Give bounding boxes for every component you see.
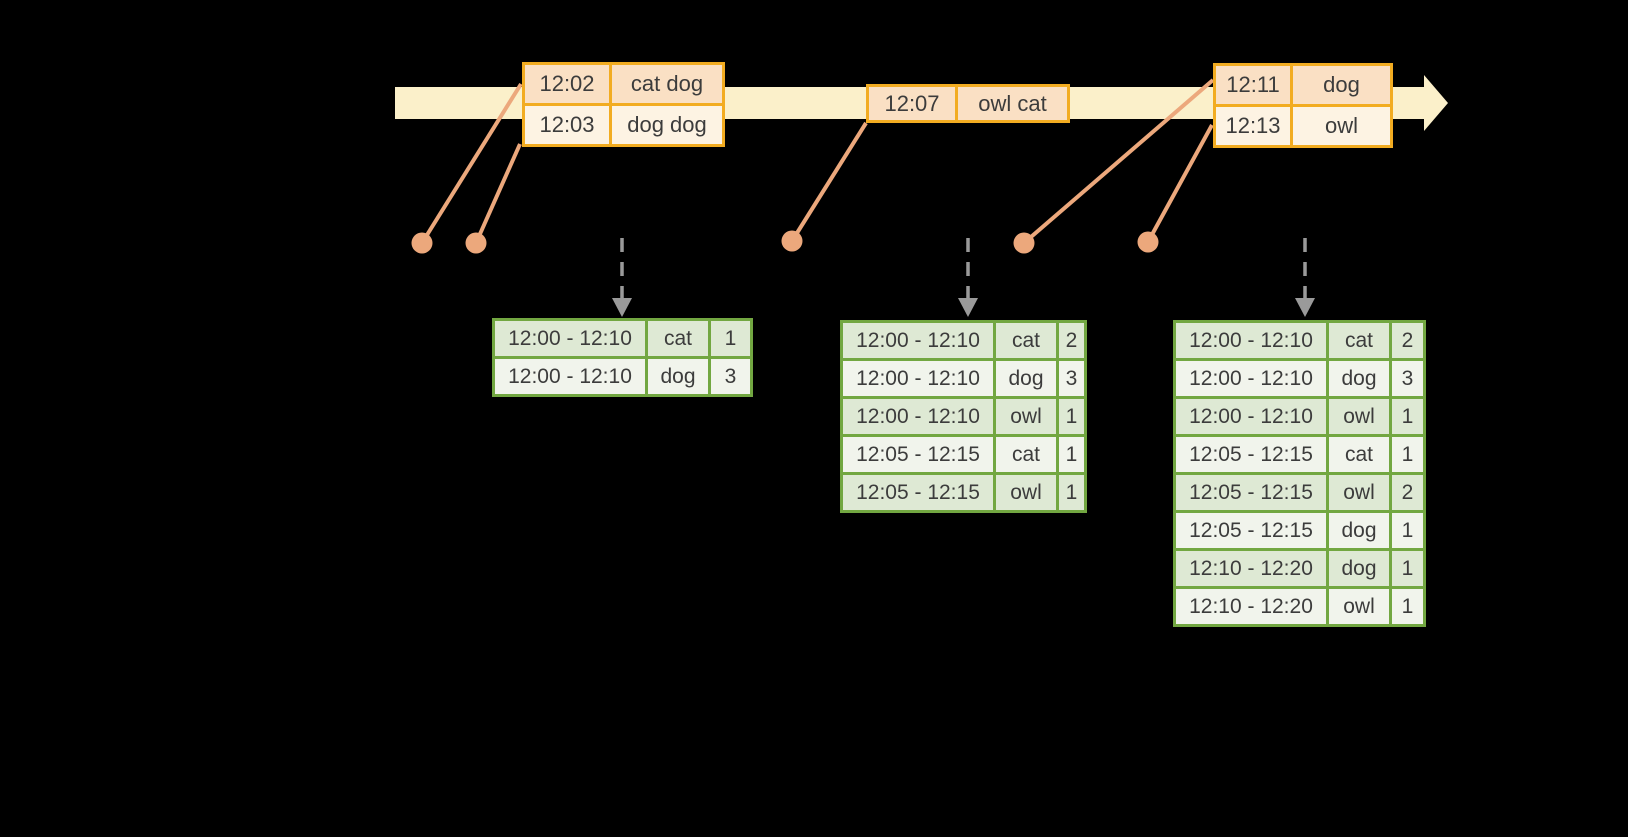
count-cell: 3 [1389, 358, 1426, 399]
time-cell: 12:03 [522, 103, 612, 147]
trigger-arrowhead-icon [958, 298, 978, 317]
count-cell: 1 [1056, 472, 1087, 513]
time-cell: 12:02 [522, 62, 612, 106]
event-connector-line [474, 143, 522, 244]
word-cell: cat [1326, 434, 1392, 475]
window-cell: 12:10 - 12:20 [1173, 548, 1329, 589]
window-cell: 12:05 - 12:15 [1173, 472, 1329, 513]
trigger-arrow [612, 238, 632, 317]
event-connector-line [1022, 78, 1215, 245]
trigger-arrow [958, 238, 978, 317]
words-cell: owl cat [955, 84, 1070, 123]
trigger-arrowhead-icon [1295, 298, 1315, 317]
count-cell: 1 [1056, 396, 1087, 437]
words-cell: dog dog [609, 103, 725, 147]
word-cell: owl [993, 472, 1059, 513]
words-cell: dog [1290, 63, 1393, 107]
word-cell: dog [993, 358, 1059, 399]
trigger-arrow [1295, 238, 1315, 317]
time-cell: 12:07 [866, 84, 958, 123]
word-cell: owl [993, 396, 1059, 437]
window-cell: 12:00 - 12:10 [1173, 396, 1329, 437]
event-connector-line [790, 121, 868, 243]
window-cell: 12:05 - 12:15 [1173, 510, 1329, 551]
word-cell: cat [645, 318, 711, 359]
words-cell: cat dog [609, 62, 725, 106]
count-cell: 2 [1389, 320, 1426, 361]
count-cell: 1 [1056, 434, 1087, 475]
words-cell: owl [1290, 104, 1393, 148]
word-cell: cat [993, 434, 1059, 475]
word-cell: cat [993, 320, 1059, 361]
time-cell: 12:11 [1213, 63, 1293, 107]
count-cell: 1 [708, 318, 753, 359]
word-cell: dog [645, 356, 711, 397]
event-dot [465, 232, 487, 254]
event-dot [1137, 231, 1159, 253]
word-cell: owl [1326, 396, 1392, 437]
window-cell: 12:00 - 12:10 [492, 356, 648, 397]
count-cell: 1 [1389, 396, 1426, 437]
count-cell: 2 [1056, 320, 1087, 361]
count-cell: 2 [1389, 472, 1426, 513]
event-dot [1013, 232, 1035, 254]
count-cell: 1 [1389, 548, 1426, 589]
count-cell: 1 [1389, 510, 1426, 551]
word-cell: dog [1326, 548, 1392, 589]
trigger-arrowhead-icon [612, 298, 632, 317]
window-cell: 12:00 - 12:10 [1173, 320, 1329, 361]
word-cell: cat [1326, 320, 1392, 361]
event-connector-line [1146, 124, 1214, 243]
event-dot [411, 232, 433, 254]
word-cell: dog [1326, 358, 1392, 399]
word-cell: owl [1326, 586, 1392, 627]
window-cell: 12:05 - 12:15 [1173, 434, 1329, 475]
window-cell: 12:00 - 12:10 [840, 396, 996, 437]
window-cell: 12:10 - 12:20 [1173, 586, 1329, 627]
window-cell: 12:00 - 12:10 [492, 318, 648, 359]
window-cell: 12:00 - 12:10 [840, 320, 996, 361]
count-cell: 3 [708, 356, 753, 397]
word-cell: dog [1326, 510, 1392, 551]
word-cell: owl [1326, 472, 1392, 513]
window-cell: 12:00 - 12:10 [1173, 358, 1329, 399]
event-connector-line [420, 82, 523, 245]
window-cell: 12:05 - 12:15 [840, 434, 996, 475]
timeline-arrowhead-icon [1424, 75, 1448, 131]
count-cell: 3 [1056, 358, 1087, 399]
window-cell: 12:00 - 12:10 [840, 358, 996, 399]
count-cell: 1 [1389, 434, 1426, 475]
event-dot [781, 230, 803, 252]
time-cell: 12:13 [1213, 104, 1293, 148]
count-cell: 1 [1389, 586, 1426, 627]
window-cell: 12:05 - 12:15 [840, 472, 996, 513]
